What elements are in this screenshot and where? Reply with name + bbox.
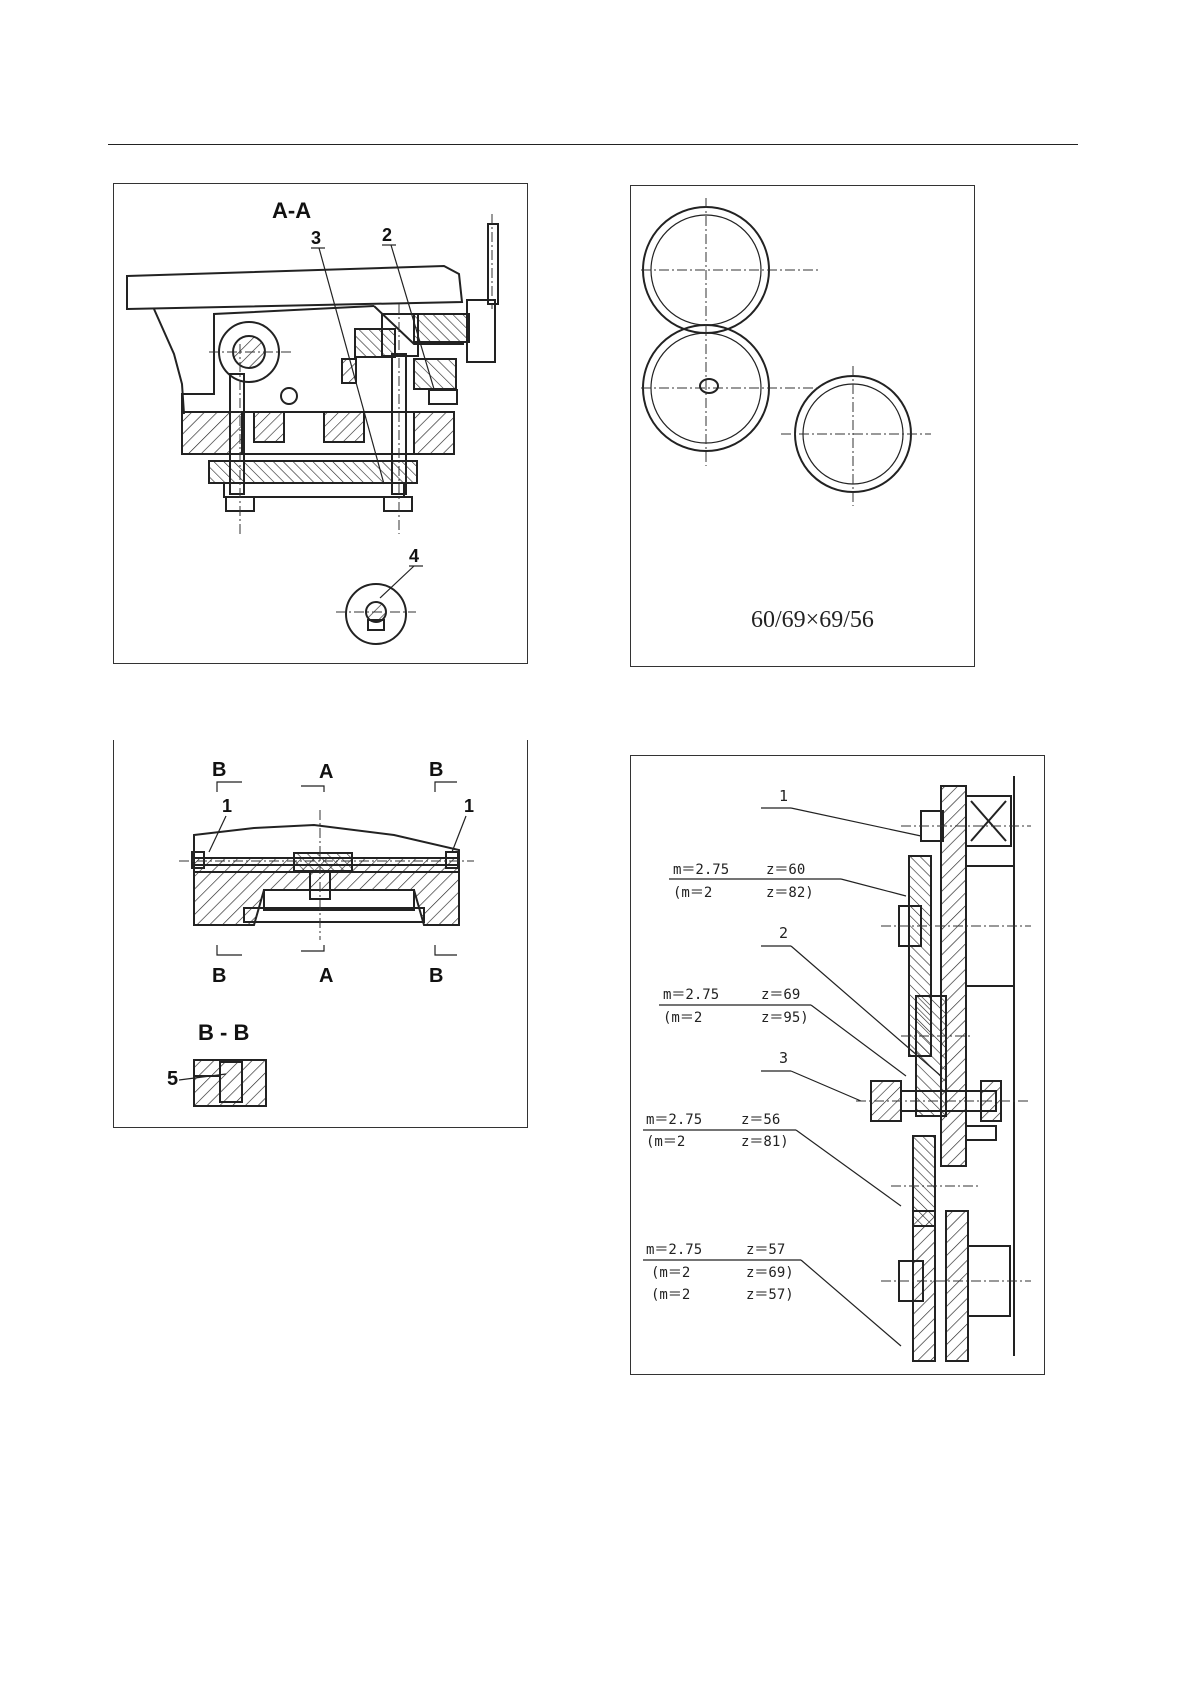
callout-1-left-leader	[209, 816, 226, 852]
handle-block	[467, 300, 495, 362]
center-pin-mark	[700, 379, 718, 393]
spec3-z: z＝56	[741, 1112, 780, 1128]
base-right-block	[414, 412, 454, 454]
plan-center-block	[294, 853, 352, 871]
mark-bottom-center: A	[319, 965, 333, 987]
callout-4: 4	[409, 546, 419, 566]
gear-circles-drawing: 60/69×69/56	[631, 186, 976, 668]
clamp-pin	[355, 329, 395, 357]
section-a-a-drawing: A-A 3 2	[114, 184, 529, 665]
spec3-leader	[796, 1130, 901, 1206]
wedge-nut	[429, 390, 457, 404]
table-top-plate	[127, 266, 462, 309]
spec3-m: m＝2.75	[646, 1112, 702, 1128]
figure-change-gear-assembly: 1 m＝2.75 z＝60 (m＝2 z＝82) 2 m＝2.75 z＝69 (…	[630, 755, 1045, 1375]
mark-top-center: A	[319, 761, 333, 783]
callout-3: 3	[311, 228, 321, 248]
table-left-web	[154, 309, 184, 414]
gear-assembly-drawing: 1 m＝2.75 z＝60 (m＝2 z＝82) 2 m＝2.75 z＝69 (…	[631, 756, 1046, 1376]
callout-1-right-leader	[452, 816, 466, 852]
base-pocket-left	[254, 412, 284, 442]
wedge-block	[414, 359, 456, 389]
spec4-alt2-z: z＝57)	[746, 1287, 794, 1303]
spec4-alt2-m: (m＝2	[651, 1287, 690, 1303]
mark-top-right: B	[429, 759, 443, 781]
spec4-alt-z: z＝69)	[746, 1265, 794, 1281]
callout-3: 3	[779, 1049, 788, 1067]
spec2-alt-m: (m＝2	[663, 1010, 702, 1026]
arrow-top-right	[435, 782, 457, 792]
spec4-leader	[801, 1260, 901, 1346]
setscrew	[342, 359, 356, 383]
mark-bottom-left: B	[212, 965, 226, 987]
spec2-leader	[811, 1005, 906, 1076]
spec1-m: m＝2.75	[673, 862, 729, 878]
stud-key	[966, 1126, 996, 1140]
callout-5: 5	[167, 1068, 178, 1090]
base-pocket-mid	[324, 412, 364, 442]
section-title-a-a: A-A	[272, 198, 311, 223]
callout-1: 1	[779, 787, 788, 805]
spec4-m: m＝2.75	[646, 1242, 702, 1258]
callout-1-leader	[791, 808, 921, 836]
callout-1-right: 1	[464, 796, 474, 816]
section-title-b-b: B - B	[198, 1020, 249, 1045]
spec1-alt-z: z＝82)	[766, 885, 814, 901]
callout-2: 2	[382, 225, 392, 245]
handle-rod	[488, 224, 498, 304]
mark-bottom-right: B	[429, 965, 443, 987]
gear-ratio-label: 60/69×69/56	[751, 607, 874, 633]
figure-section-a-a: A-A 3 2	[113, 183, 528, 664]
plan-drawing: B A B 1 1 B A B B - B 5	[114, 740, 529, 1128]
spec4-alt-m: (m＝2	[651, 1265, 690, 1281]
idler-gear-body	[916, 996, 946, 1116]
spec2-alt-z: z＝95)	[761, 1010, 809, 1026]
arrow-bottom-left	[217, 945, 242, 955]
spec2-z: z＝69	[761, 987, 800, 1003]
arrow-top-left	[217, 782, 242, 792]
figure-gear-train-circles: 60/69×69/56	[630, 185, 975, 667]
gear-4-body-b	[946, 1211, 968, 1361]
spec3-alt-z: z＝81)	[741, 1134, 789, 1150]
spec2-m: m＝2.75	[663, 987, 719, 1003]
callout-3-leader	[791, 1071, 861, 1101]
small-ring	[281, 388, 297, 404]
b-b-section-block	[194, 1060, 266, 1106]
spec4-z: z＝57	[746, 1242, 785, 1258]
right-nut	[384, 497, 412, 511]
arrow-top-center	[301, 786, 324, 792]
figure-plan-section-marks: B A B 1 1 B A B B - B 5	[113, 740, 528, 1128]
arrow-bottom-right	[435, 945, 457, 955]
mark-top-left: B	[212, 759, 226, 781]
arrow-bottom-center	[301, 945, 324, 951]
header-rule	[108, 144, 1078, 145]
base-left-block	[182, 412, 242, 454]
lower-shim	[224, 483, 404, 497]
spec1-z: z＝60	[766, 862, 805, 878]
lever-bar	[414, 314, 469, 342]
spec1-alt-m: (m＝2	[673, 885, 712, 901]
callout-2: 2	[779, 924, 788, 942]
spec1-leader	[841, 879, 906, 896]
spec3-alt-m: (m＝2	[646, 1134, 685, 1150]
callout-1-left: 1	[222, 796, 232, 816]
